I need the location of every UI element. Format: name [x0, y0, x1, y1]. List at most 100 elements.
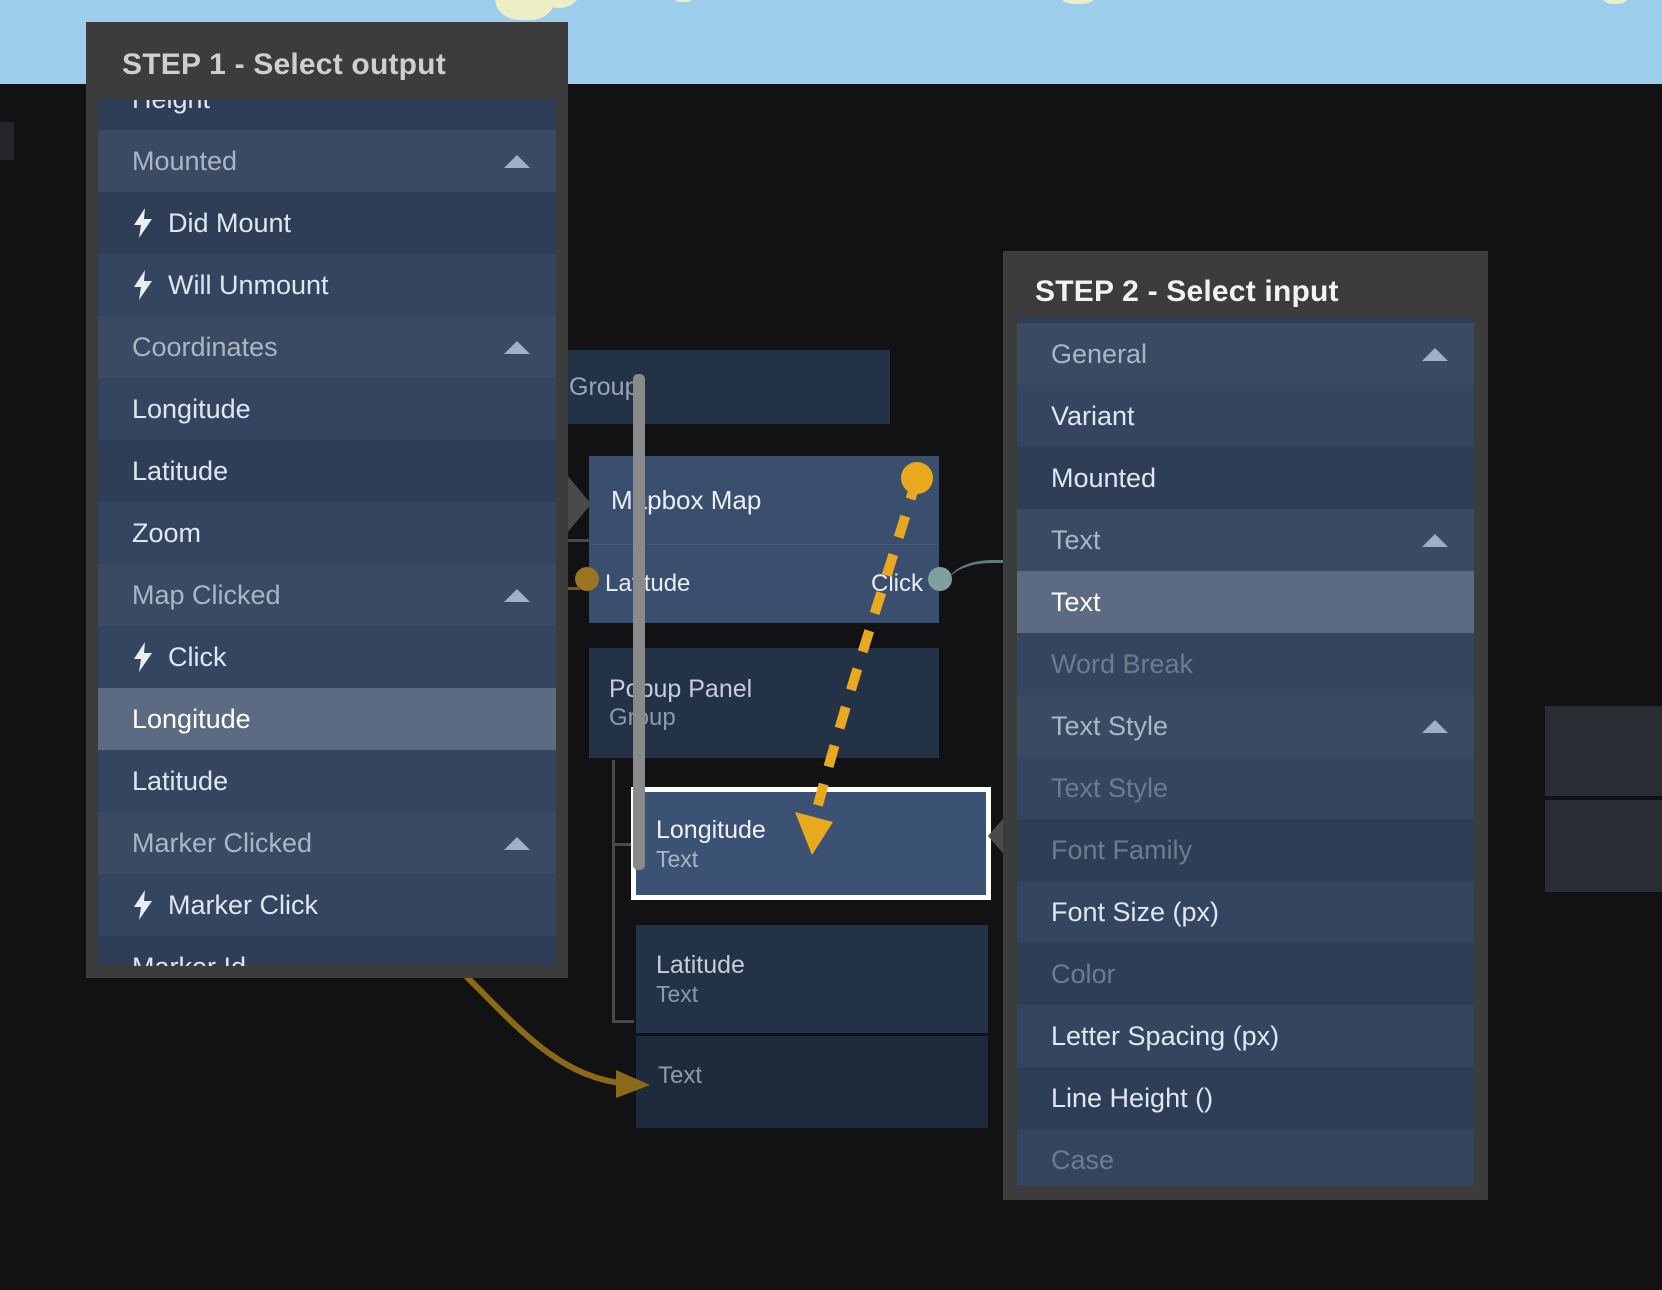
chevron-up-icon[interactable] — [504, 340, 530, 354]
option-label-wrap: Coordinates — [132, 332, 278, 363]
chevron-up-icon[interactable] — [1422, 719, 1448, 733]
option-group-text[interactable]: Text — [1017, 509, 1474, 571]
option-label: Marker Clicked — [132, 827, 313, 858]
option-label-wrap: Map Clicked — [132, 580, 281, 611]
option-item-text[interactable]: Text — [1017, 571, 1474, 633]
option-label-wrap: Zoom — [132, 518, 201, 549]
node-title: Latitude — [656, 951, 745, 979]
step2-title: STEP 2 - Select input — [1035, 275, 1339, 308]
option-label: Longitude — [132, 703, 251, 734]
option-label: Latitude — [132, 765, 229, 796]
option-label: Font Family — [1051, 834, 1193, 865]
option-group-map-clicked[interactable]: Map Clicked — [98, 564, 556, 626]
option-item-line-height[interactable]: Line Height () — [1017, 1067, 1474, 1129]
option-label: Line Height () — [1051, 1082, 1214, 1113]
option-label: Did Mount — [168, 207, 292, 238]
option-label-wrap: Marker Id — [132, 952, 246, 967]
node-subtitle: Text — [656, 845, 699, 872]
step1-scrollbar-thumb[interactable] — [633, 374, 645, 870]
option-label-wrap: Did Mount — [132, 208, 291, 239]
port-label-click[interactable]: Click — [871, 570, 923, 597]
option-label-wrap: Text Style — [1051, 773, 1168, 804]
option-label-wrap: Longitude — [132, 394, 251, 425]
option-label: Color — [1051, 958, 1116, 989]
lightning-icon — [132, 208, 154, 238]
step1-title: STEP 1 - Select output — [122, 48, 446, 81]
tree-connector — [566, 539, 590, 542]
option-item-color: Color — [1017, 943, 1474, 1005]
option-label: Font Size (px) — [1051, 896, 1220, 927]
map-shape — [495, 0, 555, 20]
option-label-wrap: Variant — [1051, 401, 1135, 432]
option-label-wrap: Case — [1051, 1145, 1114, 1176]
option-label-wrap: Latitude — [132, 766, 228, 797]
option-item-latitude[interactable]: Latitude — [98, 750, 556, 812]
option-label: General — [1051, 338, 1148, 369]
option-item-letter-spacing-px[interactable]: Letter Spacing (px) — [1017, 1005, 1474, 1067]
option-item-will-unmount[interactable]: Will Unmount — [98, 254, 556, 316]
option-item-height[interactable]: Height — [98, 100, 556, 130]
map-shape — [668, 0, 698, 2]
option-item-click[interactable]: Click — [98, 626, 556, 688]
option-item-longitude[interactable]: Longitude — [98, 378, 556, 440]
option-label: Text — [1051, 586, 1101, 617]
option-label: Longitude — [132, 393, 251, 424]
option-label-wrap: Line Height () — [1051, 1083, 1213, 1114]
chevron-up-icon[interactable] — [1422, 533, 1448, 547]
map-shape — [1055, 0, 1101, 4]
port-label-latitude[interactable]: Latitude — [605, 570, 691, 597]
lightning-icon — [132, 890, 154, 920]
option-label-wrap: Height — [132, 100, 210, 115]
option-label-wrap: Font Family — [1051, 835, 1192, 866]
map-shape — [538, 0, 580, 8]
option-label: Marker Click — [168, 889, 319, 920]
option-label-wrap: Latitude — [132, 456, 228, 487]
node-subtitle: Group — [609, 704, 919, 732]
option-label: Zoom — [132, 517, 202, 548]
option-group-coordinates[interactable]: Coordinates — [98, 316, 556, 378]
option-label: Latitude — [132, 455, 229, 486]
option-label-wrap: Text — [1051, 525, 1101, 556]
option-item-longitude[interactable]: Longitude — [98, 688, 556, 750]
option-item-word-break: Word Break — [1017, 633, 1474, 695]
chevron-up-icon[interactable] — [1422, 347, 1448, 361]
option-label-wrap: Letter Spacing (px) — [1051, 1021, 1279, 1052]
canvas-right-panel-upper — [1545, 706, 1662, 796]
chevron-up-icon[interactable] — [504, 154, 530, 168]
option-label-wrap: Text Style — [1051, 711, 1168, 742]
map-shape — [1598, 0, 1632, 4]
option-item-font-size-px[interactable]: Font Size (px) — [1017, 881, 1474, 943]
option-item-mounted[interactable]: Mounted — [1017, 447, 1474, 509]
chevron-up-icon[interactable] — [504, 836, 530, 850]
option-label: Variant — [1051, 400, 1135, 431]
option-item-did-mount[interactable]: Did Mount — [98, 192, 556, 254]
node-subtitle: Text — [656, 981, 699, 1007]
option-label: Case — [1051, 1144, 1115, 1175]
option-label-wrap: Text — [1051, 587, 1101, 618]
canvas-left-rail — [0, 122, 14, 160]
node-latitude[interactable]: Latitude Text — [636, 925, 988, 1033]
option-group-general[interactable]: General — [1017, 323, 1474, 385]
option-group-marker-clicked[interactable]: Marker Clicked — [98, 812, 556, 874]
node-longitude-selected[interactable]: Longitude Text — [631, 787, 991, 900]
option-group-text-style[interactable]: Text Style — [1017, 695, 1474, 757]
node-title: Popup Panel — [609, 675, 753, 703]
option-label: Letter Spacing (px) — [1051, 1020, 1280, 1051]
tree-connector-branch — [612, 1020, 634, 1023]
option-label: Height — [132, 100, 210, 115]
option-item-variant[interactable]: Variant — [1017, 385, 1474, 447]
node-text[interactable]: Text — [636, 1036, 988, 1128]
option-item-marker-click[interactable]: Marker Click — [98, 874, 556, 936]
option-label-wrap: Font Size (px) — [1051, 897, 1219, 928]
chevron-up-icon[interactable] — [504, 588, 530, 602]
option-group-mounted[interactable]: Mounted — [98, 130, 556, 192]
option-item-zoom[interactable]: Zoom — [98, 502, 556, 564]
option-label: Mounted — [132, 145, 238, 176]
option-item-marker-id[interactable]: Marker Id — [98, 936, 556, 966]
option-label-wrap: Mounted — [132, 146, 237, 177]
option-item-latitude[interactable]: Latitude — [98, 440, 556, 502]
